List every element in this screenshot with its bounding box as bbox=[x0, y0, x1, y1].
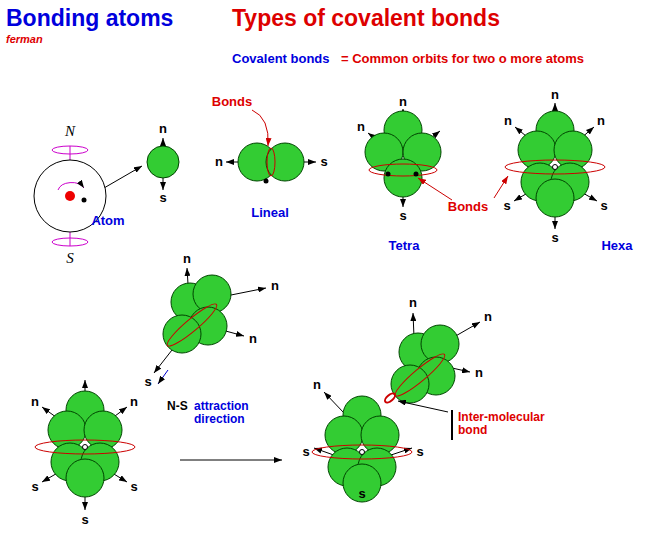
pole-letter: N bbox=[65, 123, 75, 140]
pole-letter: n bbox=[215, 155, 223, 169]
pole-letter: n bbox=[183, 252, 191, 266]
author: ferman bbox=[6, 33, 43, 45]
pole-letter: s bbox=[31, 480, 38, 494]
pole-letter: n bbox=[313, 378, 321, 392]
pole-letter: n bbox=[249, 332, 257, 346]
pole-letter: s bbox=[144, 375, 151, 389]
pole-letter: s bbox=[81, 513, 88, 527]
pole-letter: n bbox=[399, 95, 407, 109]
pole-letter: n bbox=[504, 114, 512, 128]
pole-letter: s bbox=[159, 191, 166, 205]
pole-letter: n bbox=[597, 114, 605, 128]
title: Bonding atoms bbox=[6, 6, 173, 31]
direction-label: N-S bbox=[167, 400, 188, 413]
bond-label: Bonds bbox=[212, 95, 252, 109]
pole-letter: s bbox=[358, 487, 365, 501]
pole-letter: n bbox=[551, 88, 559, 102]
pole-letter: s bbox=[130, 480, 137, 494]
pole-letter: n bbox=[357, 120, 365, 134]
pole-letter: s bbox=[551, 231, 558, 245]
bond-label: Inter-molecular bond bbox=[458, 411, 558, 437]
bond-label: Bonds bbox=[448, 200, 488, 214]
figure-label: Atom bbox=[91, 214, 124, 228]
pole-letter: n bbox=[475, 366, 483, 380]
pole-letter: s bbox=[302, 445, 309, 459]
pole-letter: s bbox=[503, 199, 510, 213]
pole-letter: n bbox=[31, 395, 39, 409]
figure-label: Tetra bbox=[389, 239, 420, 253]
pole-letter: s bbox=[600, 199, 607, 213]
pole-letter: n bbox=[271, 279, 279, 293]
pole-letter: n bbox=[130, 395, 138, 409]
pole-letter: S bbox=[66, 250, 74, 267]
pole-letter: s bbox=[320, 155, 327, 169]
pole-letter: n bbox=[484, 310, 492, 324]
direction-label: attraction direction bbox=[194, 400, 274, 426]
pole-letter: s bbox=[399, 209, 406, 223]
figure-label: Lineal bbox=[251, 206, 289, 220]
pole-letter: n bbox=[409, 296, 417, 310]
subtitle: Covalent bonds bbox=[232, 52, 330, 66]
figure-label: Hexa bbox=[601, 239, 632, 253]
subtitle: = Common orbits for two o more atoms bbox=[341, 52, 584, 66]
pole-letter: s bbox=[416, 445, 423, 459]
pole-letter: n bbox=[159, 122, 167, 136]
heading: Types of covalent bonds bbox=[232, 6, 500, 31]
